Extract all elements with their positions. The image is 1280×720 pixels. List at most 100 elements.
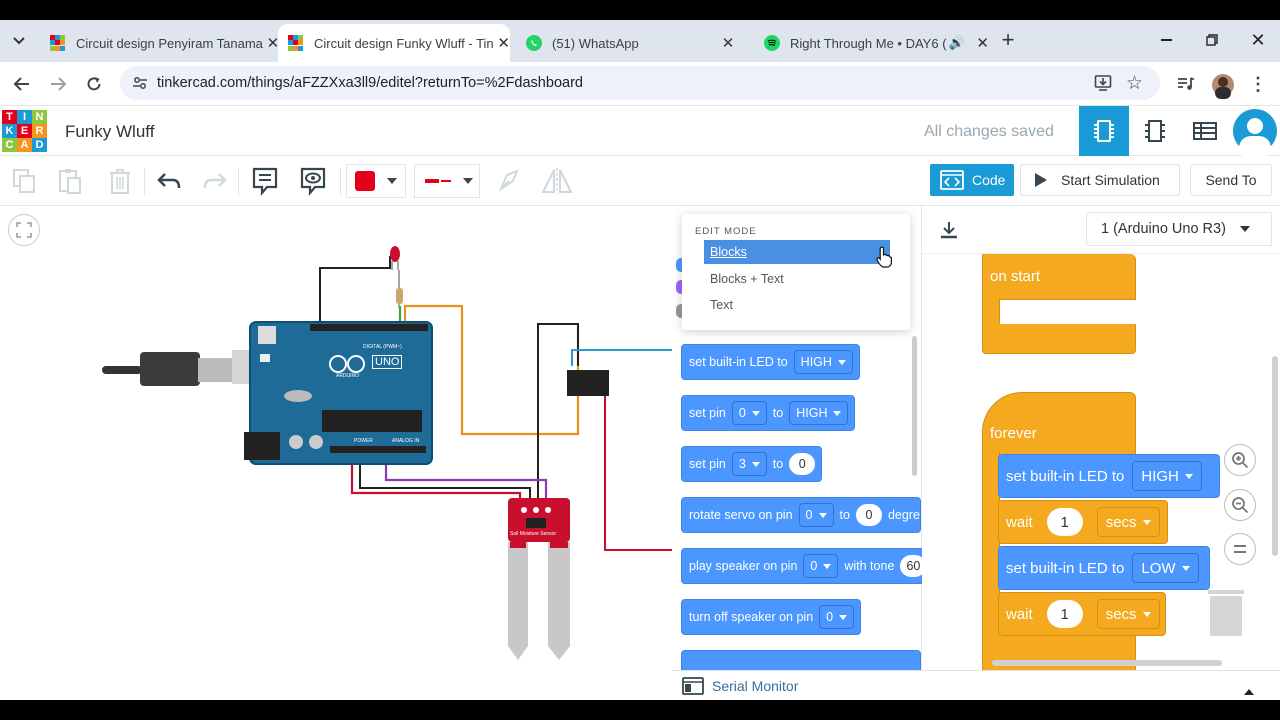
back-button[interactable] bbox=[10, 72, 34, 96]
block-set-pin-digital[interactable]: set pin 0 to HIGH bbox=[681, 395, 856, 431]
forward-button[interactable] bbox=[46, 72, 70, 96]
zoom-reset-button[interactable] bbox=[1224, 533, 1256, 565]
zoom-out-button[interactable] bbox=[1224, 489, 1256, 521]
tone-input[interactable]: 60 bbox=[900, 555, 927, 577]
color-picker[interactable] bbox=[346, 164, 406, 198]
browser-tab-1[interactable]: Circuit design Penyiram Tanama ✕ bbox=[40, 24, 279, 62]
device-select[interactable]: 1 (Arduino Uno R3) bbox=[1086, 212, 1272, 246]
close-icon[interactable]: ✕ bbox=[721, 35, 735, 52]
pin-dropdown[interactable]: 3 bbox=[731, 452, 767, 476]
palette-scrollbar[interactable] bbox=[912, 336, 917, 476]
wait-unit-dropdown[interactable]: secs bbox=[1096, 599, 1160, 629]
close-icon[interactable]: ✕ bbox=[266, 35, 280, 52]
block-set-builtin-led[interactable]: set built-in LED to HIGH bbox=[681, 344, 860, 380]
block-play-speaker[interactable]: play speaker on pin 0 with tone 60 bbox=[681, 548, 934, 584]
stmt-wait-1[interactable]: wait 1 secs bbox=[998, 500, 1168, 544]
restore-button[interactable] bbox=[1200, 30, 1224, 50]
speaker-off-pin-dropdown[interactable]: 0 bbox=[819, 605, 855, 629]
speaker-pin-dropdown[interactable]: 0 bbox=[803, 554, 839, 578]
led-state-dropdown[interactable]: HIGH bbox=[1132, 461, 1202, 491]
wait-duration-input[interactable]: 1 bbox=[1046, 600, 1083, 628]
pin-dropdown[interactable]: 0 bbox=[731, 401, 767, 425]
undo-button[interactable] bbox=[154, 166, 184, 196]
paste-button[interactable] bbox=[56, 166, 84, 196]
notes-button[interactable] bbox=[250, 166, 280, 197]
stmt-wait-2[interactable]: wait 1 secs bbox=[998, 592, 1166, 636]
close-window-button[interactable]: ✕ bbox=[1250, 29, 1266, 50]
led-state-dropdown[interactable]: HIGH bbox=[793, 350, 853, 374]
edit-mode-blocks-option[interactable]: Blocks bbox=[704, 240, 890, 264]
flip-button[interactable] bbox=[540, 166, 574, 196]
expand-serial-icon[interactable] bbox=[1244, 682, 1254, 698]
wire-type-picker[interactable] bbox=[414, 164, 480, 198]
edit-mode-text-option[interactable]: Text bbox=[710, 298, 733, 312]
rotate-button[interactable] bbox=[494, 166, 524, 196]
stmt-set-led-high[interactable]: set built-in LED to HIGH bbox=[998, 454, 1220, 498]
category-dot-gray[interactable] bbox=[676, 304, 686, 318]
bookmark-star-icon[interactable]: ☆ bbox=[1126, 73, 1144, 94]
delete-button[interactable] bbox=[106, 166, 134, 196]
profile-avatar[interactable] bbox=[1212, 74, 1234, 99]
reload-button[interactable] bbox=[82, 72, 106, 96]
user-avatar[interactable] bbox=[1233, 109, 1277, 160]
toolbar-divider bbox=[340, 168, 341, 196]
block-rotate-servo[interactable]: rotate servo on pin 0 to 0 degre bbox=[681, 497, 921, 533]
fit-view-button[interactable] bbox=[8, 214, 40, 246]
category-dot-blue[interactable] bbox=[676, 258, 686, 272]
circuit-canvas[interactable]: UNO ARDUINO DIGITAL (PWM~) POWER ANALOG … bbox=[0, 206, 672, 700]
component-list-button[interactable] bbox=[1180, 106, 1230, 156]
servo-angle-input[interactable]: 0 bbox=[855, 504, 882, 526]
browser-tab-3[interactable]: (51) WhatsApp ✕ bbox=[516, 24, 748, 62]
browser-tab-4[interactable]: Right Through Me • DAY6 ( 🔊 ✕ bbox=[754, 24, 989, 62]
url-field[interactable]: tinkercad.com/things/aFZZXxa3ll9/editel?… bbox=[120, 66, 1160, 100]
edit-mode-blocks-text-option[interactable]: Blocks + Text bbox=[710, 272, 784, 286]
close-icon[interactable]: ✕ bbox=[497, 35, 510, 52]
forever-block[interactable]: forever bbox=[982, 392, 1136, 454]
zoom-in-button[interactable] bbox=[1224, 444, 1256, 476]
circuit-view-button[interactable] bbox=[1079, 106, 1129, 156]
tinkercad-logo[interactable]: T I N K E R C A D bbox=[2, 110, 47, 152]
code-button[interactable]: Code bbox=[930, 164, 1014, 196]
servo-pin-dropdown[interactable]: 0 bbox=[798, 503, 834, 527]
redo-icon bbox=[203, 173, 227, 189]
block-turn-off-speaker[interactable]: turn off speaker on pin 0 bbox=[681, 599, 862, 635]
site-settings-icon[interactable] bbox=[132, 75, 148, 95]
toggle-notes-button[interactable] bbox=[298, 166, 328, 197]
copy-button[interactable] bbox=[10, 166, 38, 196]
redo-button[interactable] bbox=[200, 166, 230, 196]
close-icon[interactable]: ✕ bbox=[976, 35, 989, 52]
install-app-icon[interactable] bbox=[1094, 74, 1112, 96]
edit-mode-header: EDIT MODE bbox=[695, 226, 757, 237]
pin-value-input[interactable]: 0 bbox=[789, 453, 816, 475]
serial-monitor-bar[interactable]: Serial Monitor bbox=[672, 670, 1280, 700]
browser-tab-2[interactable]: Circuit design Funky Wluff - Tin ✕ bbox=[278, 24, 510, 62]
workspace-vertical-scrollbar[interactable] bbox=[1272, 356, 1278, 556]
pin-state-dropdown[interactable]: HIGH bbox=[789, 401, 849, 425]
led-state-dropdown[interactable]: LOW bbox=[1132, 553, 1199, 583]
browser-tab-strip: Circuit design Penyiram Tanama ✕ Circuit… bbox=[0, 20, 1280, 62]
project-title[interactable]: Funky Wluff bbox=[65, 122, 155, 141]
schematic-view-button[interactable] bbox=[1130, 106, 1180, 156]
list-icon bbox=[1193, 122, 1217, 140]
category-dot-purple[interactable] bbox=[676, 280, 686, 294]
on-start-hat-block[interactable]: on start bbox=[982, 254, 1136, 300]
tab-search-button[interactable] bbox=[8, 30, 30, 52]
block-set-pin-analog[interactable]: set pin 3 to 0 bbox=[681, 446, 823, 482]
stmt-set-led-low[interactable]: set built-in LED to LOW bbox=[998, 546, 1210, 590]
workspace-horizontal-scrollbar[interactable] bbox=[992, 660, 1222, 666]
trash-can-icon[interactable] bbox=[1208, 586, 1244, 636]
wait-unit-dropdown[interactable]: secs bbox=[1096, 507, 1160, 537]
minimize-button[interactable] bbox=[1154, 30, 1178, 50]
new-tab-button[interactable]: + bbox=[1001, 27, 1015, 52]
blocks-workspace[interactable]: 1 (Arduino Uno R3) on start forever set … bbox=[922, 206, 1280, 672]
spotify-icon bbox=[764, 35, 780, 51]
speaker-icon[interactable]: 🔊 bbox=[948, 35, 965, 50]
wire-orange bbox=[403, 304, 580, 436]
browser-menu-button[interactable]: ⋮ bbox=[1249, 73, 1267, 94]
wait-duration-input[interactable]: 1 bbox=[1046, 508, 1083, 536]
download-code-button[interactable] bbox=[937, 218, 961, 242]
send-to-button[interactable]: Send To bbox=[1190, 164, 1272, 196]
soil-sensor-label: Soil Moisture Sensor bbox=[510, 531, 557, 537]
start-simulation-button[interactable]: Start Simulation bbox=[1020, 164, 1180, 196]
media-controls-icon[interactable] bbox=[1174, 72, 1198, 96]
